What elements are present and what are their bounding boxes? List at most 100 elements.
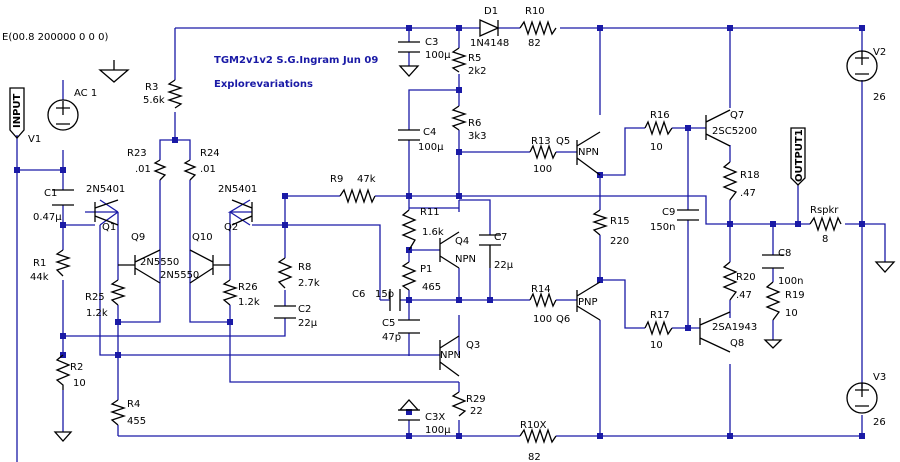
ac1-name: AC 1 (74, 88, 97, 99)
r8-name: R8 (298, 262, 311, 273)
q1-value: 2N5401 (86, 184, 125, 195)
c3-value: 100µ (425, 50, 451, 61)
r1-symbol (54, 249, 72, 277)
r3-name: R3 (145, 82, 158, 93)
rspkr-symbol (809, 215, 842, 233)
q7-symbol (705, 109, 731, 147)
output-flag (790, 127, 806, 186)
r29-name: R29 (466, 394, 486, 405)
q6-name: Q6 (556, 314, 570, 325)
c1-name: C1 (44, 188, 57, 199)
c2-name: C2 (298, 304, 311, 315)
r23-value: .01 (135, 164, 151, 175)
c4-symbol (398, 129, 420, 141)
v1-name: V1 (28, 134, 41, 145)
v3-value: 26 (873, 417, 886, 428)
q2-symbol (231, 199, 253, 226)
r2-value: 10 (73, 378, 86, 389)
r4-symbol (109, 399, 127, 426)
p1-symbol (401, 261, 417, 291)
c8-value: 100n (778, 276, 803, 287)
r1-name: R1 (33, 258, 46, 269)
c2-value: 22µ (298, 318, 318, 329)
r8-symbol (277, 257, 293, 289)
wires (16, 27, 886, 462)
c8-name: C8 (778, 248, 791, 259)
r6-symbol (450, 105, 468, 131)
r25-value: 1.2k (86, 308, 108, 319)
c8-symbol (762, 254, 784, 269)
q9-name: Q9 (131, 232, 145, 243)
q5-symbol (576, 131, 601, 176)
r29-symbol (451, 391, 467, 417)
r10-name: R10 (525, 6, 545, 17)
q3-symbol (439, 335, 460, 377)
rspkr-name: Rspkr (810, 205, 839, 216)
c3x-value: 100µ (425, 425, 451, 436)
r20-value: .47 (736, 290, 752, 301)
r19-name: R19 (785, 290, 805, 301)
r19-value: 10 (785, 308, 798, 319)
r13-value: 100 (533, 164, 552, 175)
r16-name: R16 (650, 110, 670, 121)
r26-symbol (221, 279, 239, 306)
c4-value: 100µ (418, 142, 444, 153)
r10x-symbol (519, 427, 557, 445)
r5-name: R5 (468, 53, 481, 64)
rspkr-value: 8 (822, 234, 828, 245)
c7-symbol (479, 234, 501, 268)
r10x-name: R10X (520, 420, 547, 431)
q2-name: Q2 (224, 222, 238, 233)
output-net-label: OUTPUT1 (794, 129, 805, 182)
c1-symbol (52, 189, 74, 206)
r15-name: R15 (610, 216, 630, 227)
q10-symbol (189, 249, 230, 284)
q6-value: PNP (578, 297, 598, 308)
c7-name: C7 (494, 232, 507, 243)
q9-value: 2N5550 (140, 257, 179, 268)
c2-symbol (274, 305, 296, 319)
r18-value: .47 (740, 188, 756, 199)
c1-value: 0.47µ (33, 212, 62, 223)
r5-value: 2k2 (468, 66, 487, 77)
r5-symbol (450, 47, 468, 73)
schematic-text: E(00.8 200000 0 0 0) TGM2v1v2 S.G.Ingram… (2, 6, 886, 462)
ground-icon (398, 399, 420, 411)
q10-value: 2N5550 (160, 270, 199, 281)
c3x-name: C3X (425, 412, 445, 423)
q5-value: NPN (578, 147, 599, 158)
q2-value: 2N5401 (218, 184, 257, 195)
r24-value: .01 (200, 164, 216, 175)
c6-symbol (389, 289, 401, 311)
c5-symbol (398, 319, 420, 334)
c3-name: C3 (425, 37, 438, 48)
r6-name: R6 (468, 118, 481, 129)
q3-value: NPN (440, 350, 461, 361)
input-net-label: INPUT (12, 93, 23, 128)
ground-icon (398, 65, 420, 77)
r18-symbol (722, 161, 738, 201)
r15-value: 220 (610, 236, 629, 247)
c9-symbol (677, 209, 699, 221)
ground-icon (874, 261, 896, 273)
r17-name: R17 (650, 310, 670, 321)
q8-symbol (699, 311, 731, 353)
r13-symbol (529, 143, 557, 161)
q4-name: Q4 (455, 236, 469, 247)
d1-name: D1 (484, 6, 498, 17)
r25-name: R25 (85, 292, 105, 303)
c4-name: C4 (423, 127, 436, 138)
component-symbols (9, 18, 896, 445)
r6-value: 3k3 (468, 131, 487, 142)
input-flag (9, 87, 25, 139)
q4-value: NPN (455, 254, 476, 265)
r24-symbol (183, 159, 197, 181)
d1-symbol (479, 18, 500, 38)
r24-name: R24 (200, 148, 220, 159)
r16-value: 10 (650, 142, 663, 153)
c6-name: C6 (352, 289, 365, 300)
r4-value: 455 (127, 416, 146, 427)
r20-name: R20 (736, 272, 756, 283)
